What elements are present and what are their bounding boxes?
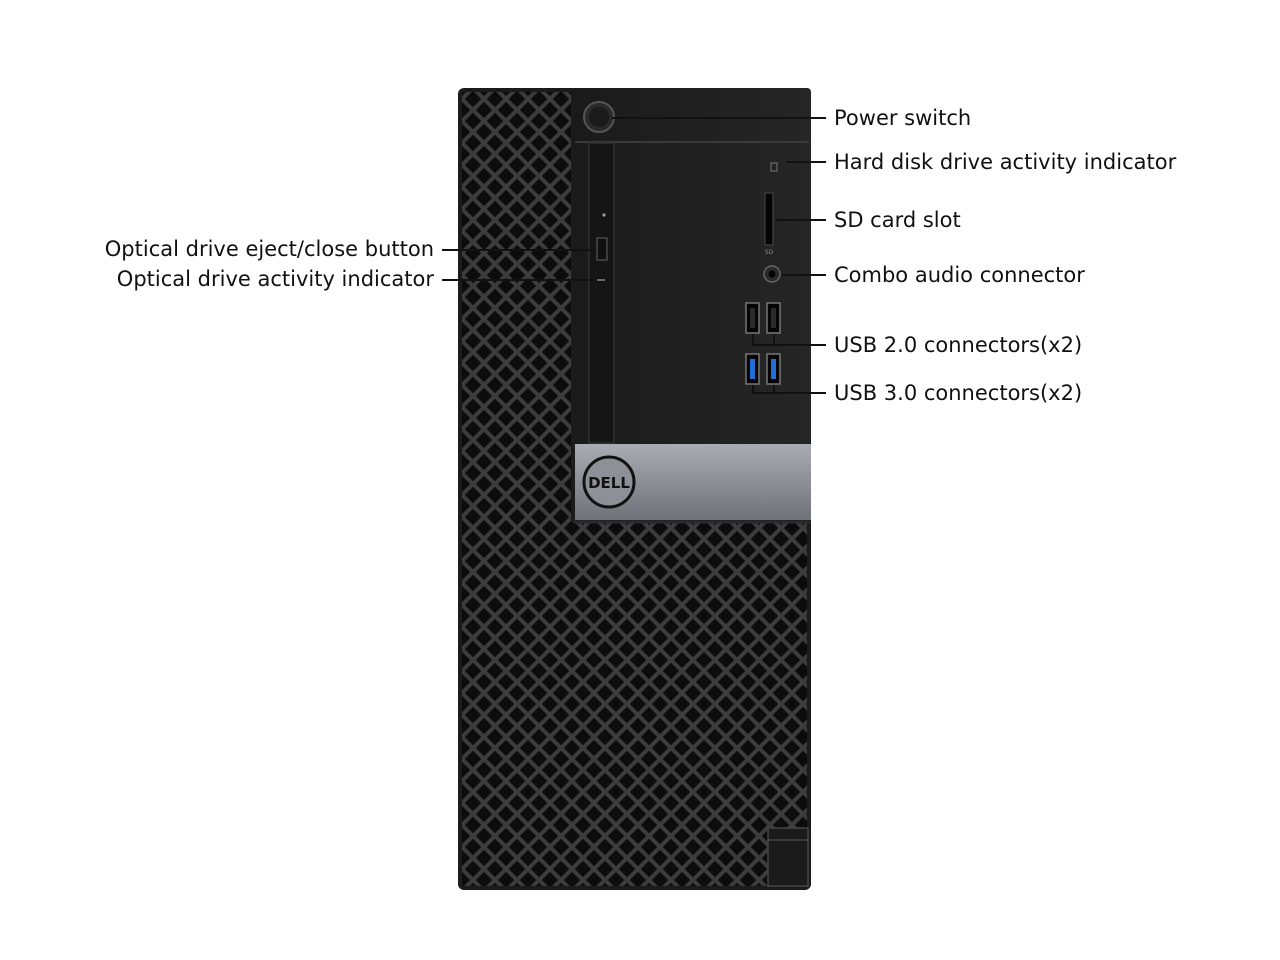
leader-usb2 [752,344,826,346]
mesh-lower [462,522,807,886]
leader-usb2-v2 [773,334,775,345]
label-sd-card-slot: SD card slot [834,208,961,232]
dell-logo-text: DELL [588,474,630,492]
leader-usb3-v1 [752,385,754,393]
leader-audio [782,274,826,276]
label-power-switch: Power switch [834,106,972,130]
label-optical-eject: Optical drive eject/close button [104,237,434,261]
tower-foot [767,827,809,887]
optical-drive-bay [588,142,615,444]
audio-jack[interactable] [763,265,781,283]
leader-sd [776,219,826,221]
leader-usb3 [752,392,826,394]
leader-optical-activity [442,279,596,281]
mesh-left [462,92,571,522]
label-combo-audio: Combo audio connector [834,263,1085,287]
optical-eject-button[interactable] [596,237,608,261]
sd-card-slot[interactable] [764,192,774,246]
label-usb2: USB 2.0 connectors(x2) [834,333,1083,357]
label-usb3: USB 3.0 connectors(x2) [834,381,1083,405]
label-hdd-indicator: Hard disk drive activity indicator [834,150,1177,174]
leader-usb2-v1 [752,334,754,345]
leader-optical-eject [442,249,596,251]
hdd-activity-led [770,162,778,172]
leader-usb3-v2 [773,385,775,393]
label-optical-activity: Optical drive activity indicator [116,267,434,291]
leader-hdd [786,161,826,163]
dell-logo: DELL [582,455,636,509]
leader-power [612,117,826,119]
power-button[interactable] [583,101,615,133]
optical-activity-led [597,279,605,281]
